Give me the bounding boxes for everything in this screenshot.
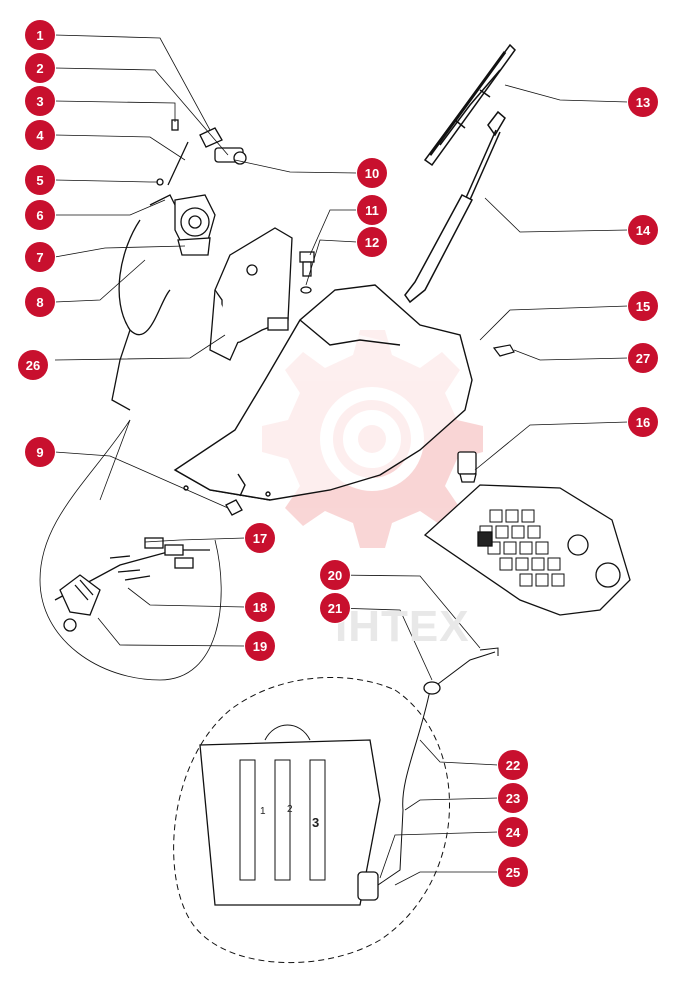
- callout-3[interactable]: 3: [25, 86, 55, 116]
- callout-22[interactable]: 22: [498, 750, 528, 780]
- callout-16[interactable]: 16: [628, 407, 658, 437]
- leader-lines: [54, 34, 629, 886]
- detail-circle-connectors: [39, 419, 222, 681]
- callout-23[interactable]: 23: [498, 783, 528, 813]
- callout-5[interactable]: 5: [25, 165, 55, 195]
- watermark-text: IHTEX: [335, 602, 470, 651]
- callout-20[interactable]: 20: [320, 560, 350, 590]
- clip-9: [225, 499, 243, 516]
- detail-circle-reservoir: [173, 647, 499, 964]
- callout-27[interactable]: 27: [628, 343, 658, 373]
- wiper-arm: [404, 110, 506, 304]
- callout-26[interactable]: 26: [18, 350, 48, 380]
- cowl-cover: [173, 284, 473, 501]
- wiper-blade: [423, 43, 516, 167]
- callout-7[interactable]: 7: [25, 242, 55, 272]
- callout-4[interactable]: 4: [25, 120, 55, 150]
- pin-27: [492, 344, 515, 357]
- switch-panel: [423, 451, 631, 616]
- washer: [300, 286, 312, 294]
- callout-24[interactable]: 24: [498, 817, 528, 847]
- callout-25[interactable]: 25: [498, 857, 528, 887]
- callout-18[interactable]: 18: [245, 592, 275, 622]
- bolt: [299, 251, 315, 277]
- callout-19[interactable]: 19: [245, 631, 275, 661]
- callout-11[interactable]: 11: [357, 195, 387, 225]
- callout-13[interactable]: 13: [628, 87, 658, 117]
- mounting-bracket: [209, 227, 293, 361]
- callout-15[interactable]: 15: [628, 291, 658, 321]
- motor-cable: [111, 219, 171, 411]
- panel-number-2: 2: [287, 804, 293, 815]
- callout-17[interactable]: 17: [245, 523, 275, 553]
- callout-2[interactable]: 2: [25, 53, 55, 83]
- callout-10[interactable]: 10: [357, 158, 387, 188]
- callout-6[interactable]: 6: [25, 200, 55, 230]
- callout-8[interactable]: 8: [25, 287, 55, 317]
- callout-14[interactable]: 14: [628, 215, 658, 245]
- panel-number-3: 3: [312, 815, 320, 830]
- panel-number-1: 1: [260, 806, 266, 817]
- callout-1[interactable]: 1: [25, 20, 55, 50]
- callout-21[interactable]: 21: [320, 593, 350, 623]
- callout-12[interactable]: 12: [357, 227, 387, 257]
- callout-9[interactable]: 9: [25, 437, 55, 467]
- wiper-motor-assembly: [149, 119, 247, 256]
